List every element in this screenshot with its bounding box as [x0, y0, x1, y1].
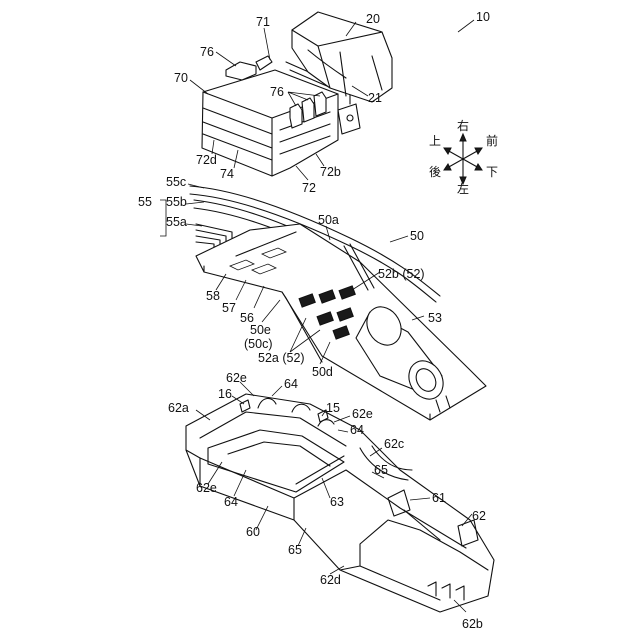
- label-62d: 62d: [320, 573, 341, 587]
- label-72d: 72d: [196, 153, 217, 167]
- label-65-top: 65: [374, 463, 388, 477]
- label-64-right: 64: [350, 423, 364, 437]
- dir-right: 右: [457, 118, 469, 133]
- label-70: 70: [174, 71, 188, 85]
- label-62c: 62c: [384, 437, 404, 451]
- label-74: 74: [220, 167, 234, 181]
- label-58: 58: [206, 289, 220, 303]
- label-50d: 50d: [312, 365, 333, 379]
- dir-left: 左: [457, 181, 469, 196]
- label-62e-right: 62e: [352, 407, 373, 421]
- label-76-mid: 76: [270, 85, 284, 99]
- label-15: 15: [326, 401, 340, 415]
- label-64-left: 64: [224, 495, 238, 509]
- label-62e-left: 62e: [196, 481, 217, 495]
- label-57: 57: [222, 301, 236, 315]
- dir-down: 下: [486, 165, 498, 179]
- label-50: 50: [410, 229, 424, 243]
- label-50e: 50e: [250, 323, 271, 337]
- label-20: 20: [366, 12, 380, 26]
- direction-indicator: [444, 134, 482, 184]
- label-65-bottom: 65: [288, 543, 302, 557]
- label-10: 10: [476, 10, 490, 24]
- label-62e-top: 62e: [226, 371, 247, 385]
- label-55: 55: [138, 195, 152, 209]
- label-72b: 72b: [320, 165, 341, 179]
- label-55b: 55b: [166, 195, 187, 209]
- label-16: 16: [218, 387, 232, 401]
- label-50a: 50a: [318, 213, 339, 227]
- label-52a: 52a (52): [258, 351, 305, 365]
- label-55a: 55a: [166, 215, 187, 229]
- label-72: 72: [302, 181, 316, 195]
- label-61: 61: [432, 491, 446, 505]
- dir-front: 前: [486, 133, 498, 148]
- label-62a: 62a: [168, 401, 189, 415]
- label-64-top: 64: [284, 377, 298, 391]
- label-62b: 62b: [462, 617, 483, 631]
- label-55c: 55c: [166, 175, 186, 189]
- label-63: 63: [330, 495, 344, 509]
- label-21: 21: [368, 91, 382, 105]
- label-50c: (50c): [244, 337, 272, 351]
- label-71: 71: [256, 15, 270, 29]
- label-53: 53: [428, 311, 442, 325]
- label-62: 62: [472, 509, 486, 523]
- dir-up: 上: [429, 134, 441, 148]
- dir-back: 後: [429, 165, 441, 179]
- label-76-top: 76: [200, 45, 214, 59]
- label-60: 60: [246, 525, 260, 539]
- label-52b: 52b (52): [378, 267, 425, 281]
